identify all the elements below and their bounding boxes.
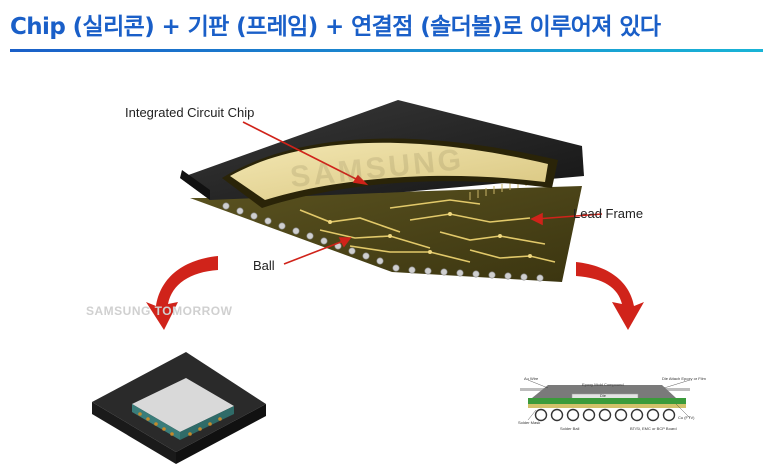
leader-lines	[242, 121, 603, 265]
cs-label-4: Cu (FTV)	[678, 415, 695, 420]
arrow-right	[576, 262, 644, 330]
label-ball: Ball	[253, 258, 275, 273]
label-chip: Integrated Circuit Chip	[125, 105, 255, 120]
watermark: SAMSUNG TOMORROW	[86, 304, 233, 318]
solder-ball-row	[222, 202, 544, 282]
circuit-traces	[299, 199, 556, 263]
ic-chip	[222, 138, 558, 208]
cs-label-7: BT/Si, EMC or BCP Board	[630, 426, 677, 431]
cs-label-0: Au Wire	[524, 376, 539, 381]
lead-frame-board	[190, 186, 582, 282]
cutaway-package	[92, 352, 266, 464]
cs-label-5: Solder Mask	[518, 420, 540, 425]
arrow-left	[146, 256, 218, 330]
cs-label-1: Epoxy Mold Compound	[582, 382, 624, 387]
cs-label-2: Die Attach Epoxy or Film	[662, 376, 706, 381]
cs-label-6: Solder Ball	[560, 426, 579, 431]
cs-label-3: Die	[600, 393, 607, 398]
title-rule	[10, 49, 763, 52]
page-title: Chip (실리콘) + 기판 (프레임) + 연결점 (솔더볼)로 이루어져 …	[10, 14, 661, 40]
label-lead-frame: Lead Frame	[573, 206, 644, 221]
cross-section: Au Wire Epoxy Mold Compound Die Attach E…	[518, 376, 706, 431]
